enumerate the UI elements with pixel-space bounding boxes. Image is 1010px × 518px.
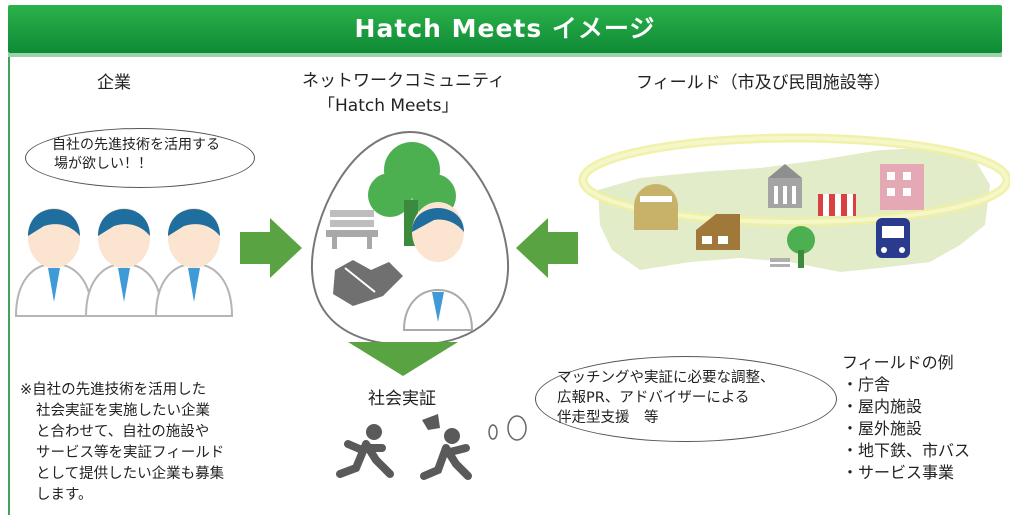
community-name: 「Hatch Meets」 <box>318 96 459 116</box>
dome-building-icon <box>634 184 678 230</box>
left-border-line <box>8 57 10 515</box>
company-person-2 <box>84 208 164 317</box>
shop-awning-icon <box>818 194 856 216</box>
field-examples-title: フィールドの例 <box>842 353 954 372</box>
government-building-icon <box>768 164 802 208</box>
handshake-icon <box>333 260 403 306</box>
banner-shadow <box>8 53 1002 57</box>
field-example-item: ・サービス事業 <box>842 463 955 482</box>
warehouse-icon <box>696 214 740 250</box>
title-banner: Hatch Meets イメージ <box>8 5 1002 53</box>
support-bubble <box>535 356 837 442</box>
speech-line-1: 自社の先進技術を活用する <box>52 137 220 153</box>
bench-icon-large <box>326 210 378 249</box>
megaphone-person-icon <box>420 414 472 480</box>
note-line: サービス等を実証フィールド <box>36 445 225 461</box>
recruitment-note: ※自社の先進技術を活用した 社会実証を実施したい企業 と合わせて、自社の施設や … <box>20 380 224 506</box>
person-in-egg <box>402 202 474 331</box>
running-person-icon <box>336 424 394 478</box>
company-person-3 <box>154 208 234 317</box>
bench-icon <box>770 258 790 267</box>
apartment-building-icon <box>880 164 924 210</box>
note-line: します。 <box>36 487 93 503</box>
speech-text: 自社の先進技術を活用する 場が欲しい！！ <box>52 136 220 174</box>
note-line: と合わせて、自社の施設や <box>36 424 210 440</box>
support-line: マッチングや実証に必要な調整、 <box>557 370 775 386</box>
support-line: 伴走型支援 等 <box>557 410 659 426</box>
left-arrow <box>516 218 578 278</box>
support-text: マッチングや実証に必要な調整、 広報PR、アドバイザーによる 伴走型支援 等 <box>557 368 775 428</box>
right-arrow <box>240 218 302 278</box>
company-person-1 <box>14 208 94 317</box>
thought-bubble-medium <box>507 415 527 441</box>
community-label: ネットワークコミュニティ <box>302 71 505 91</box>
field-example-item: ・庁舎 <box>842 375 891 394</box>
field-example-item: ・屋内施設 <box>842 397 923 416</box>
support-line: 広報PR、アドバイザーによる <box>557 390 750 406</box>
map-tree-icon <box>787 226 815 268</box>
company-label: 企業 <box>97 73 131 93</box>
speech-line-2: 場が欲しい！！ <box>54 156 152 172</box>
note-line: ※自社の先進技術を活用した <box>20 382 207 398</box>
note-line: として提供したい企業も募集 <box>36 466 225 482</box>
down-arrow <box>348 342 458 376</box>
field-example-item: ・地下鉄、市バス <box>842 441 971 460</box>
field-example-item: ・屋外施設 <box>842 419 923 438</box>
field-label: フィールド（市及び民間施設等） <box>636 73 891 93</box>
train-icon <box>876 218 910 258</box>
thought-bubble-small <box>488 424 498 440</box>
field-examples: フィールドの例 ・庁舎 ・屋内施設 ・屋外施設 ・地下鉄、市バス ・サービス事業 <box>842 352 970 484</box>
speech-bubble <box>25 128 255 188</box>
tree-icon <box>368 142 456 246</box>
banner-title: Hatch Meets イメージ <box>354 14 656 43</box>
outcome-label: 社会実証 <box>368 389 436 409</box>
note-line: 社会実証を実施したい企業 <box>36 403 210 419</box>
